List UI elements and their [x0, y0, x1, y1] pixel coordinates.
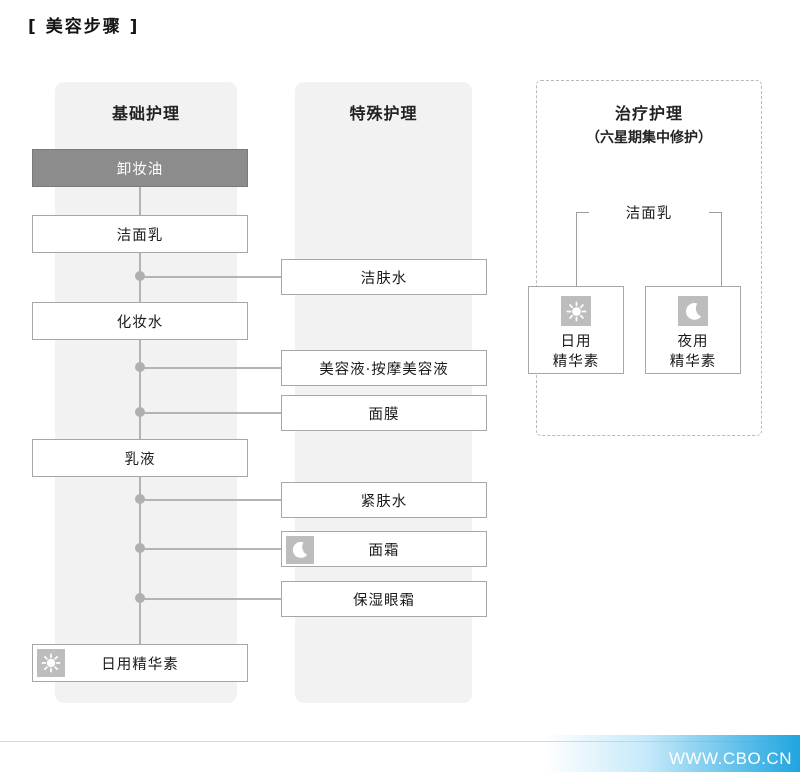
step-label: 化妆水: [116, 314, 164, 331]
step-label: 美容液·按摩美容液: [319, 361, 449, 378]
connector-emulsion-to-serum: [139, 477, 141, 644]
step-label: 保湿眼霜: [353, 592, 415, 609]
step-label: 日用精华素: [101, 656, 179, 673]
step-box-cream[interactable]: 面霜: [281, 531, 487, 567]
treatment-label-line1: 夜用: [677, 334, 709, 350]
branch-line-eye-cream: [140, 598, 281, 600]
step-box-emulsion[interactable]: 乳液: [32, 439, 248, 477]
branch-line-cream: [140, 548, 281, 550]
special-care-heading: 特殊护理: [349, 104, 418, 123]
treatment-care-dashed-area: [536, 80, 762, 436]
page-title: [ 美容步骤 ]: [28, 17, 140, 37]
treatment-box-night-essence[interactable]: 夜用 精华素: [645, 286, 741, 374]
sun-icon: [561, 296, 591, 326]
treatment-box-label: 夜用 精华素: [670, 333, 717, 372]
branch-dot-firming-lotion: [135, 494, 145, 504]
step-label: 洁面乳: [116, 227, 164, 244]
step-box-cleansing-oil[interactable]: 卸妆油: [32, 149, 248, 187]
sun-icon: [37, 649, 65, 677]
treatment-bracket-label: 洁面乳: [589, 202, 709, 223]
branch-dot-cream: [135, 543, 145, 553]
step-label: 面霜: [368, 542, 400, 559]
branch-dot-skin-lotion: [135, 271, 145, 281]
step-box-eye-cream[interactable]: 保湿眼霜: [281, 581, 487, 617]
step-box-facial-cleanser[interactable]: 洁面乳: [32, 215, 248, 253]
treatment-care-heading: 治疗护理 （六星期集中修护）: [536, 100, 762, 147]
basic-care-heading: 基础护理: [111, 104, 180, 123]
treatment-box-label: 日用 精华素: [553, 333, 600, 372]
treatment-bracket-drop-right: [721, 212, 722, 286]
moon-icon: [678, 296, 708, 326]
branch-dot-eye-cream: [135, 593, 145, 603]
moon-icon: [286, 536, 314, 564]
step-label: 卸妆油: [116, 161, 164, 178]
treatment-heading-main: 治疗护理: [614, 104, 683, 123]
step-label: 乳液: [124, 451, 156, 468]
watermark-banner: WWW.CBO.CN: [545, 735, 800, 772]
step-box-mask[interactable]: 面膜: [281, 395, 487, 431]
step-box-essence-massage[interactable]: 美容液·按摩美容液: [281, 350, 487, 386]
step-box-day-serum[interactable]: 日用精华素: [32, 644, 248, 682]
treatment-label-line1: 日用: [560, 334, 592, 350]
branch-dot-mask: [135, 407, 145, 417]
treatment-bracket-drop-left: [576, 212, 577, 286]
step-box-skin-lotion[interactable]: 洁肤水: [281, 259, 487, 295]
treatment-box-day-essence[interactable]: 日用 精华素: [528, 286, 624, 374]
step-box-firming-lotion[interactable]: 紧肤水: [281, 482, 487, 518]
watermark-text: WWW.CBO.CN: [668, 749, 792, 768]
step-label: 洁肤水: [360, 270, 408, 287]
branch-line-firming-lotion: [140, 499, 281, 501]
treatment-heading-sub: （六星期集中修护）: [586, 130, 712, 146]
treatment-label-line2: 精华素: [552, 353, 600, 370]
step-box-toner[interactable]: 化妆水: [32, 302, 248, 340]
connector-oil-to-cleanser: [139, 187, 141, 215]
branch-dot-essence: [135, 362, 145, 372]
branch-line-essence: [140, 367, 281, 369]
branch-line-skin-lotion: [140, 276, 281, 278]
branch-line-mask: [140, 412, 281, 414]
connector-toner-to-emulsion: [139, 340, 141, 439]
bottom-divider: [0, 741, 800, 742]
step-label: 紧肤水: [360, 493, 408, 510]
treatment-label-line2: 精华素: [669, 353, 717, 370]
step-label: 面膜: [368, 406, 400, 423]
